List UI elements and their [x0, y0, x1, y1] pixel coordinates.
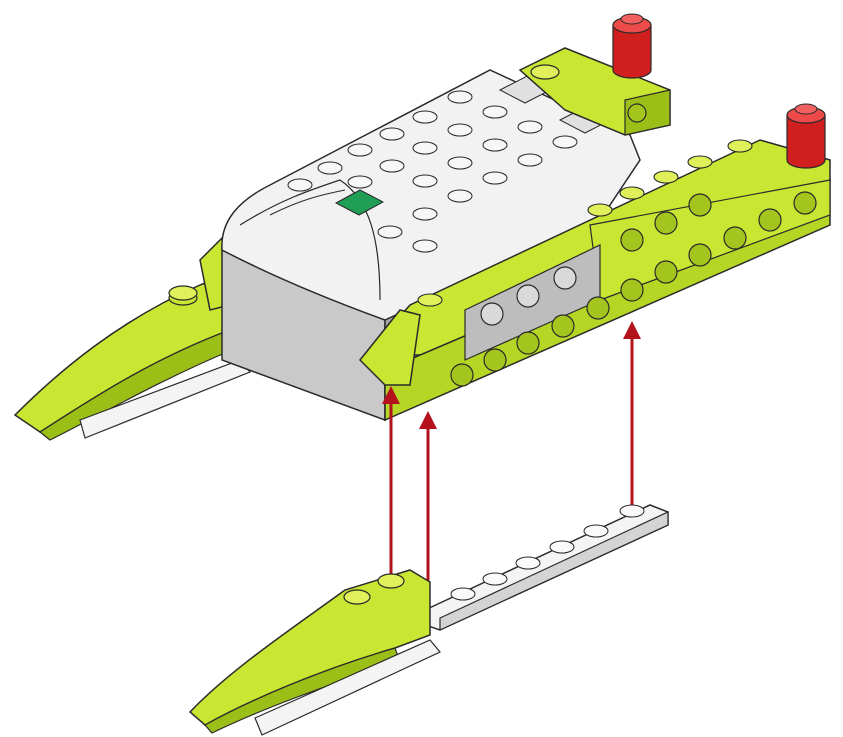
loose-plate [425, 505, 668, 630]
red-round-brick-back [613, 14, 651, 78]
red-round-brick-front [787, 104, 825, 168]
loose-wedge [190, 570, 440, 735]
